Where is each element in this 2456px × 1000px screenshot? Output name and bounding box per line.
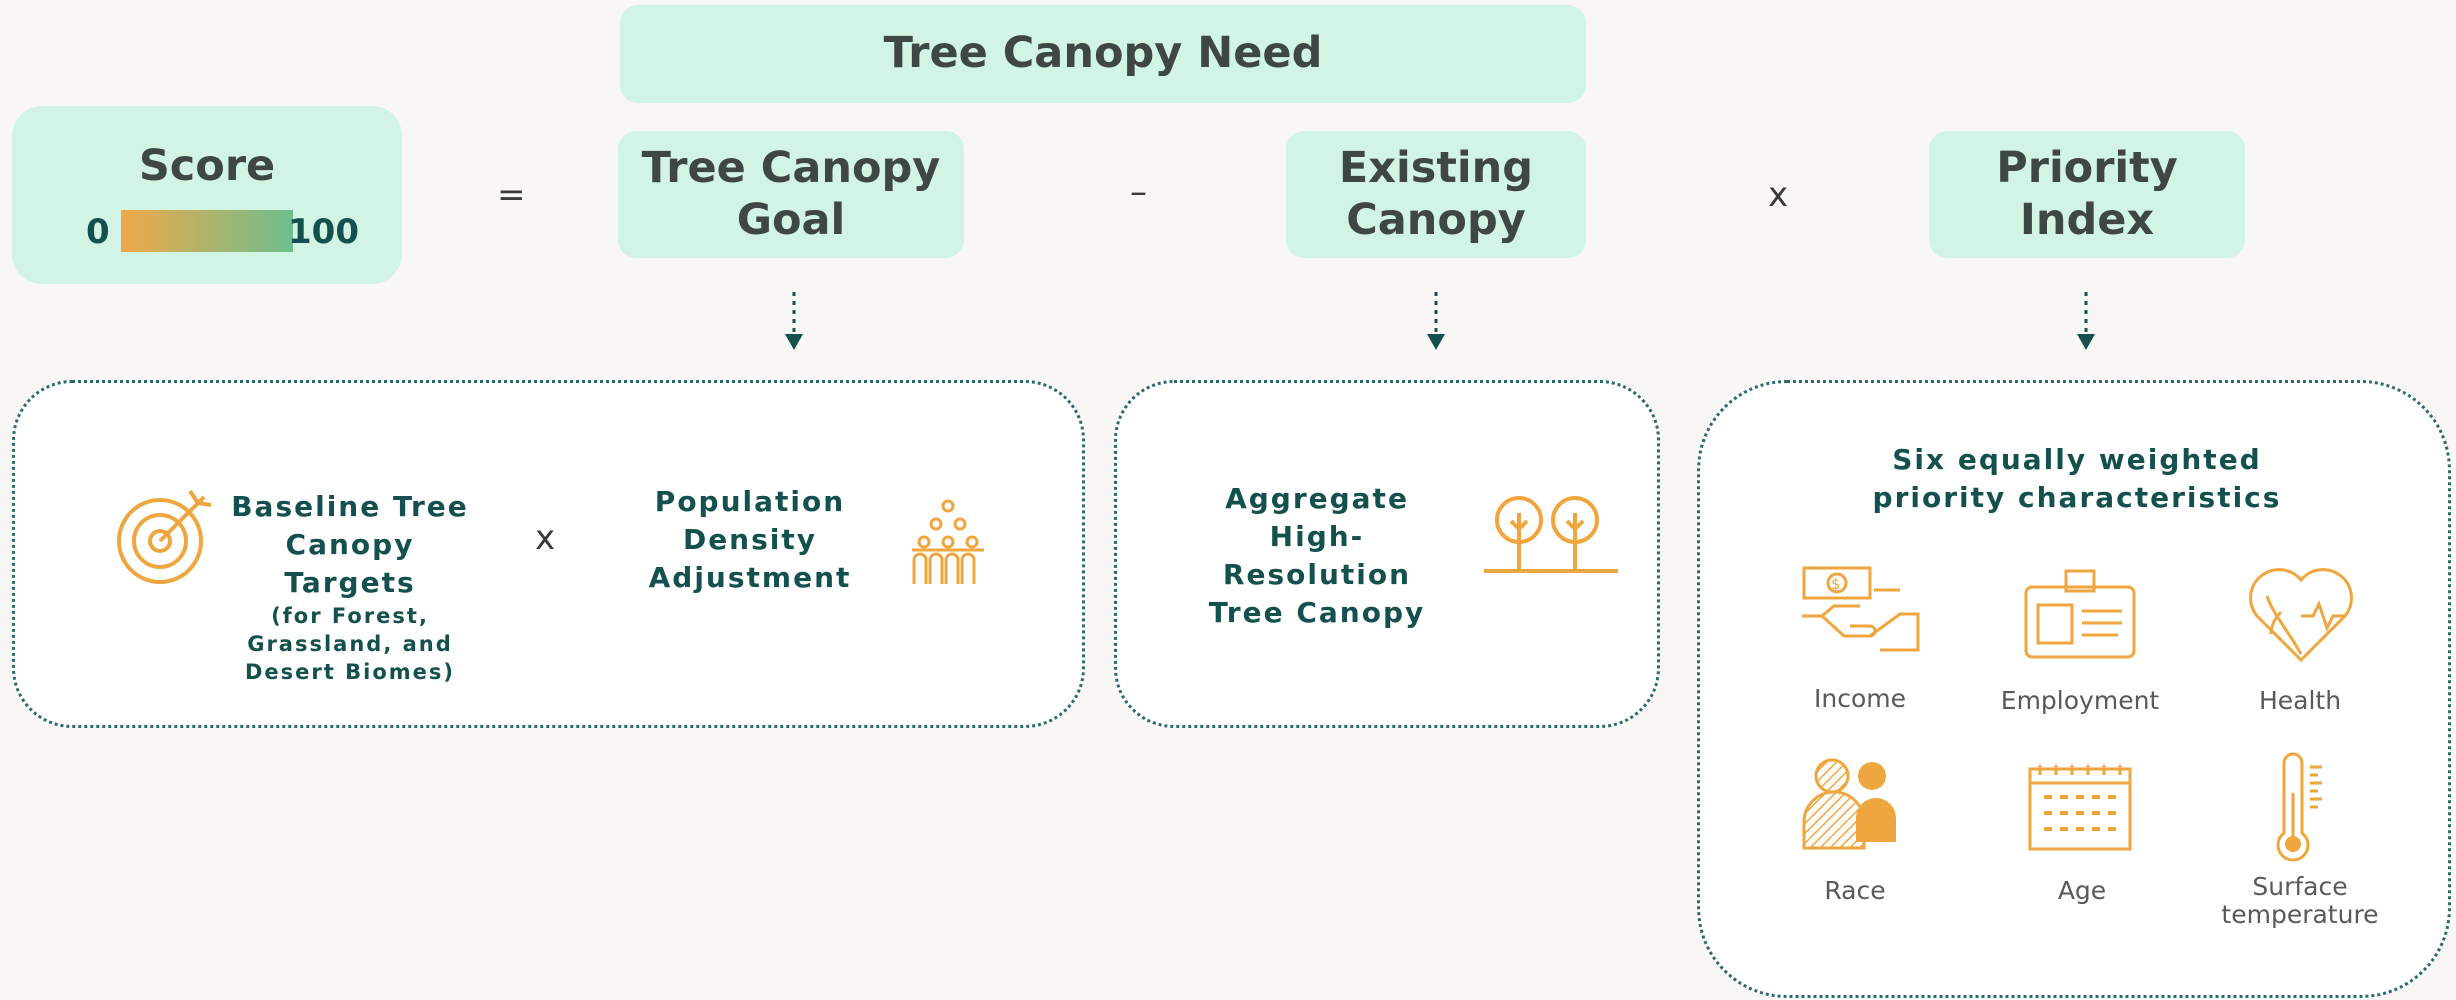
age-icon	[2028, 765, 2132, 851]
surface-temperature-label: Surface temperature	[2200, 873, 2400, 928]
goal-arrow	[785, 292, 803, 350]
priority-label-line2: Index	[2019, 194, 2155, 245]
baseline-targets-text: Baseline Tree Canopy Targets (for Forest…	[225, 488, 475, 686]
goal-detail-box: Baseline Tree Canopy Targets (for Forest…	[12, 380, 1085, 728]
score-max: 100	[288, 212, 359, 252]
priority-label-line1: Priority	[1996, 142, 2178, 193]
existing-detail-line3: Tree Canopy	[1208, 596, 1426, 629]
existing-label-line2: Canopy	[1346, 194, 1526, 245]
aggregate-canopy-text: Aggregate High-Resolution Tree Canopy	[1187, 480, 1447, 632]
score-gradient-bar	[121, 210, 293, 252]
age-label: Age	[2057, 876, 2107, 905]
minus-operator: –	[1130, 172, 1147, 212]
tree-canopy-need-header: Tree Canopy Need	[620, 5, 1586, 103]
employment-icon	[2024, 569, 2136, 659]
baseline-line1: Baseline Tree	[231, 490, 469, 523]
priority-title-line1: Six equally weighted	[1892, 443, 2262, 476]
income-label: Income	[1814, 684, 1906, 713]
header-title: Tree Canopy Need	[883, 28, 1323, 79]
svg-text:$: $	[1831, 575, 1841, 593]
baseline-line2: Canopy Targets	[284, 528, 416, 599]
detail-times-operator: x	[535, 518, 556, 558]
priority-arrow	[2077, 292, 2095, 350]
score-min: 0	[86, 212, 110, 252]
baseline-sub1: (for Forest,	[271, 604, 429, 628]
priority-detail-box: Six equally weighted priority characteri…	[1697, 380, 2451, 998]
priority-index-box: Priority Index	[1929, 131, 2245, 258]
surface-label-line2: temperature	[2221, 899, 2379, 929]
thermometer-icon	[2276, 752, 2322, 862]
baseline-sub3: Desert Biomes)	[245, 660, 455, 684]
pop-line1: Population	[654, 485, 846, 518]
pop-line2: Density	[682, 523, 818, 556]
pop-line3: Adjustment	[648, 561, 852, 594]
income-icon: $	[1802, 566, 1920, 652]
score-box: Score 0 100	[12, 106, 402, 284]
existing-detail-box: Aggregate High-Resolution Tree Canopy	[1114, 380, 1660, 728]
priority-detail-title: Six equally weighted priority characteri…	[1700, 441, 2454, 517]
trees-icon	[1484, 496, 1618, 573]
baseline-sub2: Grassland, and	[247, 632, 453, 656]
equals-operator: =	[497, 175, 526, 215]
health-label: Health	[2258, 686, 2342, 715]
population-icon	[912, 499, 984, 584]
times-operator: x	[1768, 175, 1789, 215]
tree-canopy-goal-box: Tree Canopy Goal	[618, 131, 964, 258]
score-title: Score	[138, 141, 276, 191]
surface-label-line1: Surface	[2252, 872, 2348, 901]
existing-arrow	[1427, 292, 1445, 350]
existing-detail-line1: Aggregate	[1225, 482, 1409, 515]
existing-canopy-box: Existing Canopy	[1286, 131, 1586, 258]
race-icon	[1802, 758, 1896, 850]
goal-label-line1: Tree Canopy	[641, 142, 941, 193]
target-icon	[117, 489, 212, 584]
population-density-text: Population Density Adjustment	[625, 483, 875, 597]
existing-detail-line2: High-Resolution	[1222, 520, 1412, 591]
health-icon	[2249, 568, 2353, 663]
employment-label: Employment	[2000, 686, 2160, 715]
race-label: Race	[1824, 876, 1886, 905]
priority-title-line2: priority characteristics	[1872, 481, 2282, 514]
goal-label-line2: Goal	[736, 194, 846, 245]
existing-label-line1: Existing	[1338, 142, 1534, 193]
